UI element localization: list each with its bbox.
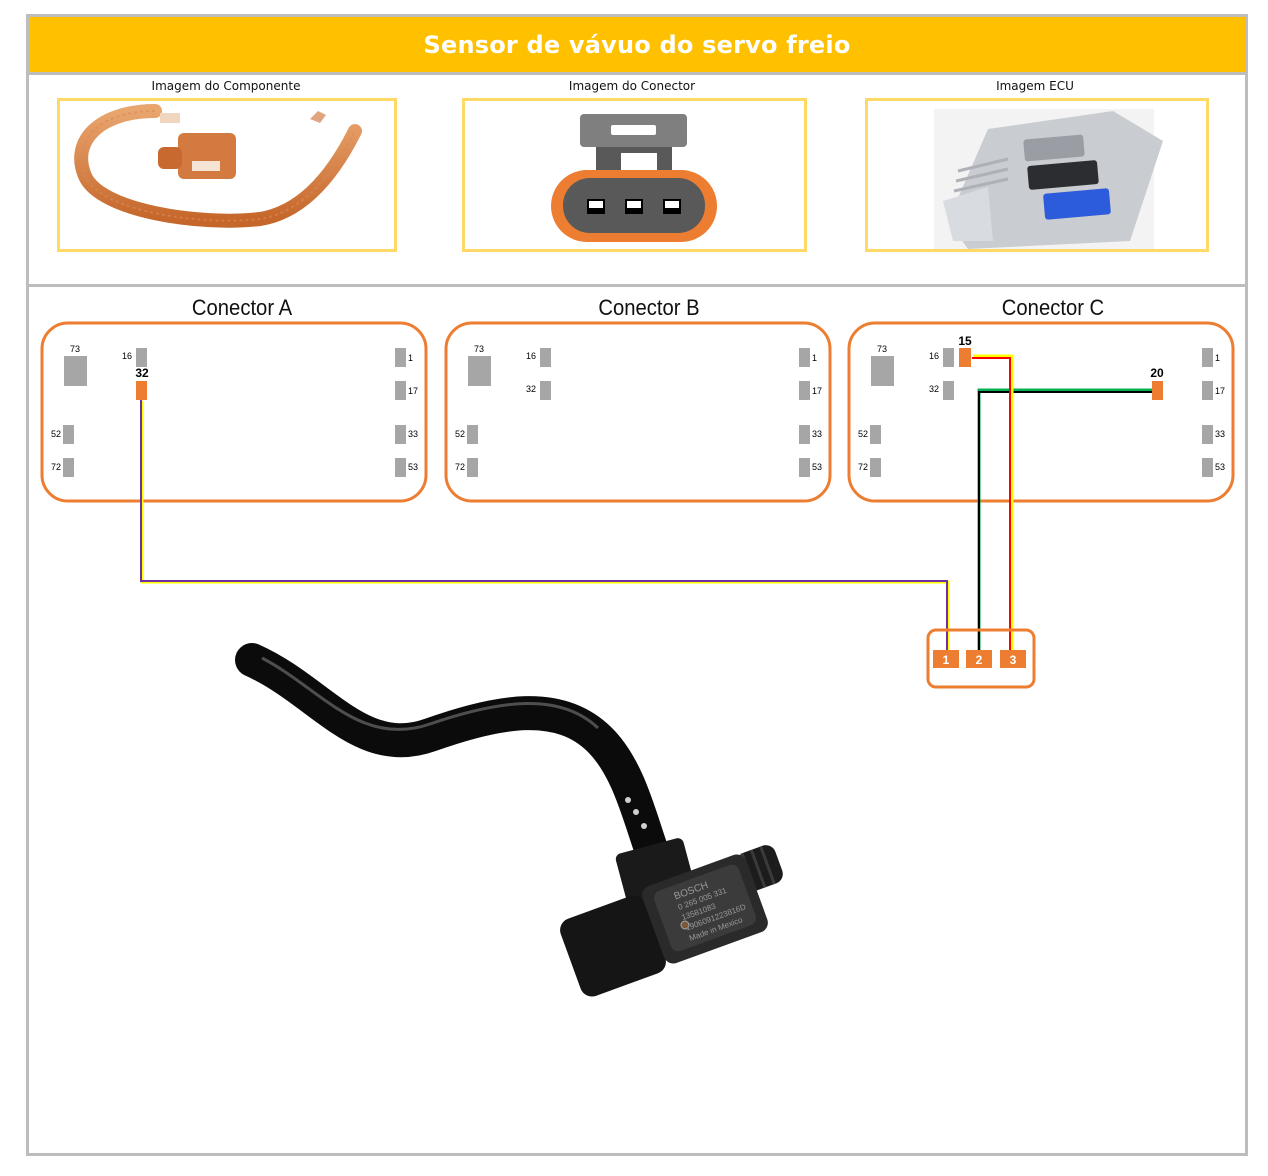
header-bar: Sensor de vávuo do servo freio <box>29 17 1245 75</box>
connector-a-title: Conector A <box>191 295 293 320</box>
pin-c-15 <box>959 348 971 367</box>
pin-b-17 <box>799 381 810 400</box>
pin-a-32 <box>136 381 147 400</box>
pin-label: 72 <box>455 462 465 472</box>
pin-label: 32 <box>526 384 536 394</box>
pin-label: 32 <box>929 384 939 394</box>
pin-label: 33 <box>812 429 822 439</box>
connector-c-pins: 73 16 32 1 17 52 33 72 53 15 20 <box>858 334 1225 477</box>
connector-b-title: Conector B <box>598 295 700 320</box>
pin-label: 53 <box>812 462 822 472</box>
pin-a-16 <box>136 348 147 367</box>
pin-a-52 <box>63 425 74 444</box>
pin-label: 72 <box>858 462 868 472</box>
pin-c-33 <box>1202 425 1213 444</box>
pin-b-72 <box>467 458 478 477</box>
sensor-pin-label: 3 <box>1010 653 1017 667</box>
sensor-pin-1 <box>933 650 959 668</box>
pin-label: 52 <box>51 429 61 439</box>
pin-label: 17 <box>812 386 822 396</box>
pin-label: 16 <box>122 351 132 361</box>
wire-a32-to-pin1 <box>140 400 950 653</box>
pin-b-52 <box>467 425 478 444</box>
pin-label: 16 <box>929 351 939 361</box>
pin-c-20 <box>1152 381 1163 400</box>
pin-a-33 <box>395 425 406 444</box>
connector-b-pins: 73 16 32 1 17 52 33 72 53 <box>455 344 822 477</box>
ecu-image <box>865 98 1209 252</box>
pin-c-1 <box>1202 348 1213 367</box>
ecu-module-icon <box>934 109 1163 249</box>
pin-c-32 <box>943 381 954 400</box>
pin-c-16 <box>943 348 954 367</box>
wire-c20-to-pin2 <box>977 388 1152 652</box>
pin-a-17 <box>395 381 406 400</box>
pin-label: 73 <box>70 344 80 354</box>
pin-label: 17 <box>1215 386 1225 396</box>
sensor-pin-2 <box>966 650 992 668</box>
connector-image-label: Imagem do Conector <box>568 79 696 93</box>
pin-label: 73 <box>877 344 887 354</box>
pin-label: 1 <box>408 353 413 363</box>
pin-label: 52 <box>455 429 465 439</box>
pin-label: 53 <box>408 462 418 472</box>
pin-label: 73 <box>474 344 484 354</box>
vacuum-hose-sensor-icon <box>74 104 362 228</box>
pin-label: 53 <box>1215 462 1225 472</box>
wire-c15-to-pin3 <box>972 354 1014 652</box>
pin-label: 72 <box>51 462 61 472</box>
sensor-connector-box <box>926 628 1036 689</box>
pin-a-72 <box>63 458 74 477</box>
pin-c-17 <box>1202 381 1213 400</box>
page-title: Sensor de vávuo do servo freio <box>423 30 851 59</box>
pin-c-52 <box>870 425 881 444</box>
pin-label: 20 <box>1150 366 1164 380</box>
pin-label: 15 <box>958 334 972 348</box>
pin-label: 1 <box>812 353 817 363</box>
pin-a-1 <box>395 348 406 367</box>
pin-b-33 <box>799 425 810 444</box>
component-image <box>57 98 397 252</box>
pin-label: 16 <box>526 351 536 361</box>
pin-c-73 <box>871 356 894 386</box>
pin-b-53 <box>799 458 810 477</box>
diagram-frame: Sensor de vávuo do servo freio Imagem do… <box>26 14 1248 1156</box>
pin-c-72 <box>870 458 881 477</box>
pin-a-73 <box>64 356 87 386</box>
pin-b-32 <box>540 381 551 400</box>
sensor-pin-label: 2 <box>976 653 983 667</box>
connector-c-title: Conector C <box>1001 295 1105 320</box>
connector-c-box <box>847 321 1235 503</box>
three-pin-connector-icon <box>551 114 717 242</box>
pin-label: 32 <box>135 366 149 380</box>
pin-label: 33 <box>1215 429 1225 439</box>
ecu-image-label: Imagem ECU <box>996 79 1074 93</box>
connector-image <box>462 98 807 252</box>
pin-b-16 <box>540 348 551 367</box>
pin-label: 52 <box>858 429 868 439</box>
pin-b-1 <box>799 348 810 367</box>
pin-label: 17 <box>408 386 418 396</box>
sensor-pin-label: 1 <box>943 653 950 667</box>
component-image-label: Imagem do Componente <box>151 79 301 93</box>
pin-label: 33 <box>408 429 418 439</box>
pin-b-73 <box>468 356 491 386</box>
pin-a-53 <box>395 458 406 477</box>
pin-label: 1 <box>1215 353 1220 363</box>
sensor-connector-pins: 1 2 3 <box>933 650 1026 668</box>
connector-a-box <box>40 321 428 503</box>
section-divider <box>29 284 1245 287</box>
sensor-pin-3 <box>1000 650 1026 668</box>
connector-b-box <box>444 321 832 503</box>
pin-c-53 <box>1202 458 1213 477</box>
